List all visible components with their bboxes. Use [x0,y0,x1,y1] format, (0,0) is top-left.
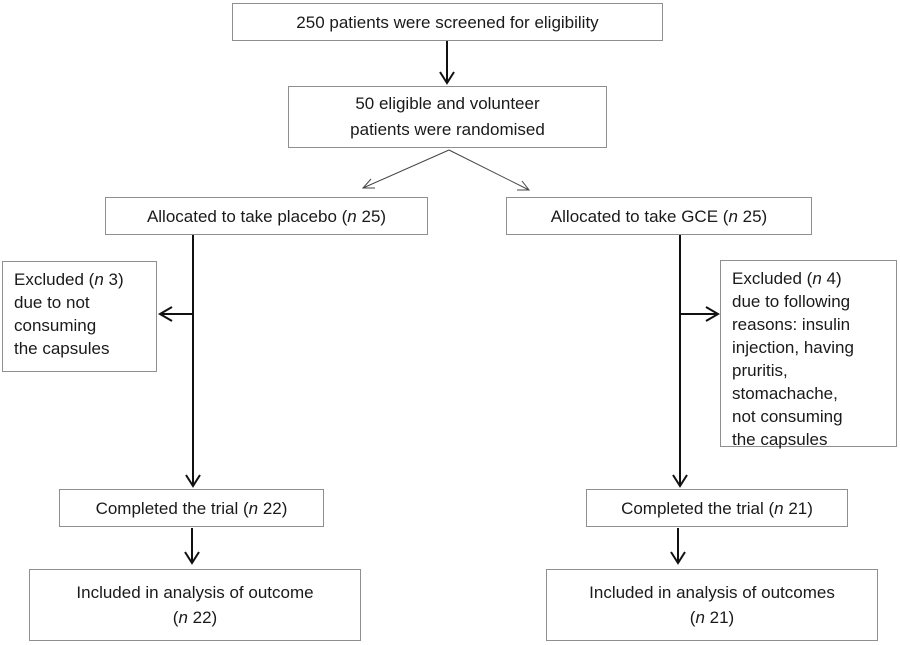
box-allocated-gce: Allocated to take GCE (n 25) [506,197,812,235]
excluded-left-headline: Excluded (n 3) [14,270,124,289]
n-variable: n [812,269,822,288]
box-excluded-placebo-arm: Excluded (n 3) due to not consuming the … [2,261,157,372]
box-completed-gce: Completed the trial (n 21) [586,489,848,527]
arrow-split-right [448,149,531,191]
arrow-gce-to-completed [672,235,688,488]
box-included-analysis-gce: Included in analysis of outcomes (n 21) [546,569,878,641]
n-variable: n [347,206,357,226]
n-variable: n [94,270,104,289]
completed-right-text: Completed the trial (n 21) [621,498,813,518]
excluded-left-reasons: due to not consuming the capsules [14,293,110,358]
arrow-completed-to-included-right [670,528,686,565]
n-variable: n [774,498,784,518]
arrow-screened-to-randomised [439,41,455,85]
n-variable: n [728,206,738,226]
included-right-line2: (n 21) [689,608,735,627]
excluded-right-reasons: due to following reasons: insulin inject… [732,292,854,449]
n-variable: n [178,608,188,627]
randomised-text: 50 eligible and volunteer patients were … [350,94,545,139]
included-right-line1: Included in analysis of outcomes [589,583,835,602]
box-randomised: 50 eligible and volunteer patients were … [288,86,607,148]
box-allocated-placebo: Allocated to take placebo (n 25) [105,197,428,235]
screened-text: 250 patients were screened for eligibili… [296,12,599,32]
excluded-right-headline: Excluded (n 4) [732,269,842,288]
n-variable: n [248,498,259,518]
box-completed-placebo: Completed the trial (n 22) [59,489,324,527]
arrow-split-left [361,149,450,189]
arrow-placebo-to-completed [185,235,201,488]
n-variable: n [695,608,705,627]
box-included-analysis-placebo: Included in analysis of outcome (n 22) [29,569,361,641]
box-excluded-gce-arm: Excluded (n 4) due to following reasons:… [720,260,897,449]
included-left-line2: (n 22) [172,608,218,627]
allocated-placebo-text: Allocated to take placebo (n 25) [146,206,387,226]
included-left-line1: Included in analysis of outcome [76,583,314,602]
box-screened-for-eligibility: 250 patients were screened for eligibili… [232,3,663,41]
arrow-to-excluded-right [680,306,720,322]
completed-left-text: Completed the trial (n 22) [95,498,288,518]
allocated-gce-text: Allocated to take GCE (n 25) [550,206,768,226]
arrow-completed-to-included-left [184,528,200,565]
arrow-to-excluded-left [158,306,193,322]
